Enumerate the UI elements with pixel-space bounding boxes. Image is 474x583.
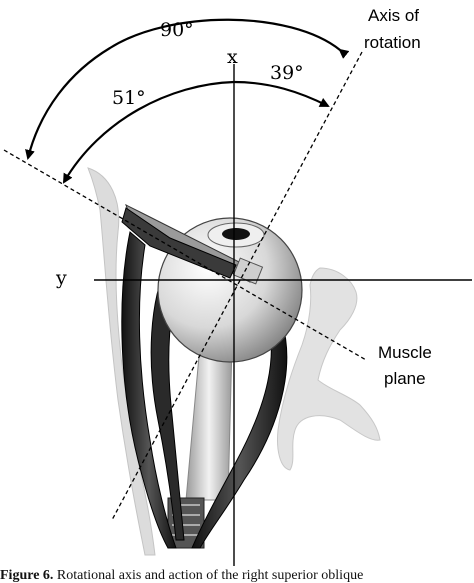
label-muscle-plane-2: plane: [384, 369, 426, 388]
label-angle-90: 90°: [160, 19, 194, 41]
rectus-muscle-inner: [150, 261, 185, 541]
pupil: [222, 228, 250, 240]
label-y-axis: y: [55, 267, 67, 289]
angle-arc-51: [62, 80, 235, 184]
label-angle-51: 51°: [112, 87, 146, 109]
label-x-axis: x: [227, 46, 238, 68]
axis-of-rotation-line: [111, 51, 363, 521]
superior-oblique-muscle: [121, 207, 237, 279]
label-axis-of-rotation-1: Axis of: [368, 6, 419, 25]
caption-label: Figure 6.: [0, 568, 54, 583]
label-muscle-plane-1: Muscle: [378, 343, 432, 362]
orbital-bone-right: [277, 267, 381, 471]
label-angle-39: 39°: [270, 62, 304, 84]
annulus-stripes: [172, 504, 200, 536]
figure-caption: Figure 6. Rotational axis and action of …: [0, 568, 474, 583]
orbital-bone-left: [87, 167, 156, 556]
rectus-muscle-outer: [121, 231, 177, 549]
angle-arc-39: [233, 80, 330, 107]
angle-arc-90: [25, 18, 350, 160]
caption-text: Rotational axis and action of the right …: [56, 568, 364, 583]
label-axis-of-rotation-2: rotation: [364, 33, 421, 52]
